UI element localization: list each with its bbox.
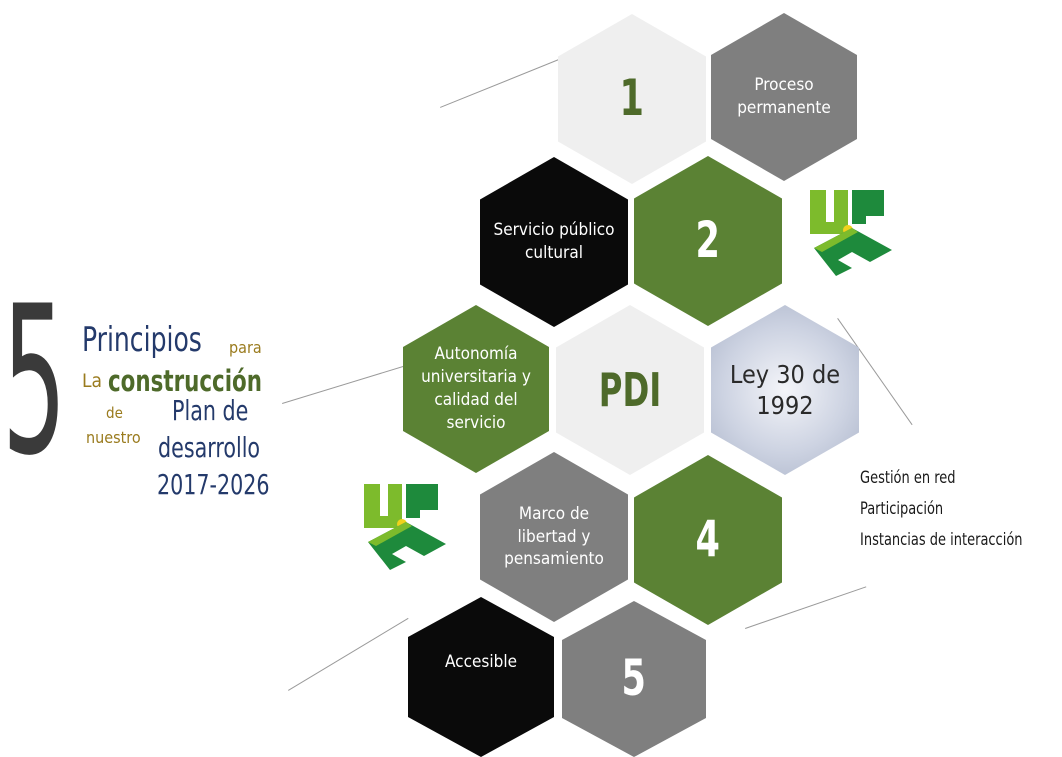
la-word: La <box>82 370 102 392</box>
hex-pdi: PDI <box>556 305 704 475</box>
hex-1-number: 1 <box>619 69 645 128</box>
hex-2-number: 2 <box>695 211 721 270</box>
big-five: 5 <box>2 263 67 501</box>
hex-proceso: Proceso permanente <box>711 13 857 181</box>
side-list-item: Gestión en red <box>860 468 956 488</box>
upc-logo <box>364 484 446 570</box>
construccion-word: construcción <box>108 364 262 398</box>
hex-ley: Ley 30 de 1992 <box>711 305 859 475</box>
principios-word: Principios <box>82 320 202 360</box>
desarrollo-word: desarrollo <box>158 431 261 464</box>
hex-servicio: Servicio público cultural <box>480 157 628 327</box>
hex-pdi-label: PDI <box>598 362 662 417</box>
hex-autonomia: Autonomía universitaria y calidad del se… <box>403 305 549 473</box>
upc-logo <box>810 190 892 276</box>
hex-5-number: 5 <box>621 649 647 708</box>
connector-line <box>288 617 409 691</box>
hex-1: 1 <box>558 14 706 184</box>
years-label: 2017-2026 <box>157 468 270 501</box>
hex-4: 4 <box>634 455 782 625</box>
hex-4-number: 4 <box>695 510 721 569</box>
side-list-item: Participación <box>860 499 944 519</box>
hex-5: 5 <box>562 601 706 757</box>
nuestro-word: nuestro <box>86 428 141 447</box>
connector-line <box>440 56 566 108</box>
hex-accesible-label: Accesible <box>445 651 517 672</box>
hex-marco-label: Marco de libertad y pensamiento <box>504 503 604 570</box>
connector-line <box>282 362 415 404</box>
hex-marco: Marco de libertad y pensamiento <box>480 452 628 622</box>
hex-ley-label: Ley 30 de 1992 <box>729 359 841 420</box>
hex-autonomia-label: Autonomía universitaria y calidad del se… <box>421 344 531 433</box>
side-list-item: Instancias de interacción <box>860 530 1023 550</box>
hex-servicio-label: Servicio público cultural <box>493 220 615 263</box>
hex-2: 2 <box>634 156 782 326</box>
de-word: de <box>106 404 123 422</box>
para-word: para <box>229 338 262 357</box>
plan-de-word: Plan de <box>172 394 249 427</box>
hex-proceso-label: Proceso permanente <box>737 75 831 118</box>
hex-accesible: Accesible <box>408 597 554 757</box>
